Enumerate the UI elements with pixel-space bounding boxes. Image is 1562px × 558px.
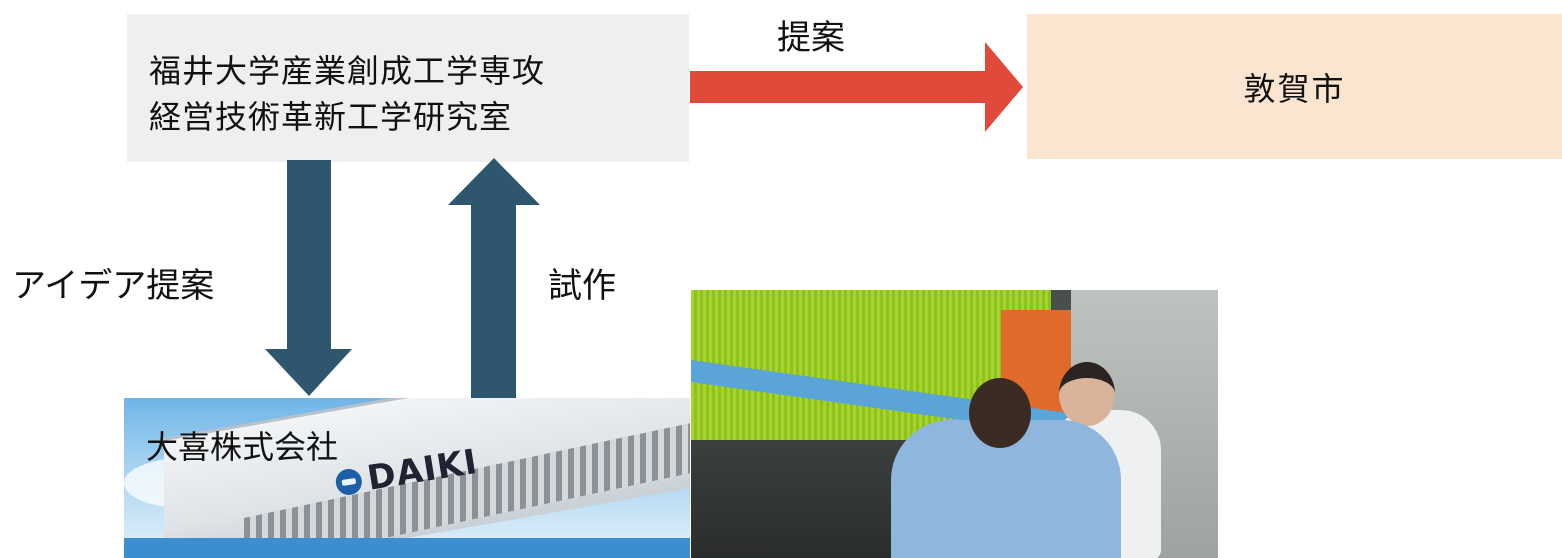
company-building-photo: 大喜株式会社 DAIKI [124, 398, 690, 558]
worker-head [1059, 362, 1115, 426]
propose-label: 提案 [777, 18, 845, 58]
arrow-down-icon [265, 160, 352, 396]
worker-head [969, 378, 1031, 448]
daiki-logo-mark-icon [333, 467, 364, 497]
arrow-right-icon [690, 42, 1023, 132]
arrow-up-icon [448, 158, 540, 398]
city-box: 敦賀市 [1027, 14, 1562, 159]
lab-box: 福井大学産業創成工学専攻 経営技術革新工学研究室 [127, 14, 689, 162]
building-stripe [124, 538, 690, 558]
lab-name-line1: 福井大学産業創成工学専攻 [149, 52, 546, 90]
factory-loom-photo [691, 290, 1218, 558]
trial-label: 試作 [548, 266, 616, 306]
city-name: 敦賀市 [1243, 69, 1346, 108]
company-name: 大喜株式会社 [146, 428, 339, 466]
lab-name-line2: 経営技術革新工学研究室 [149, 98, 513, 136]
idea-propose-label: アイデア提案 [12, 266, 215, 306]
